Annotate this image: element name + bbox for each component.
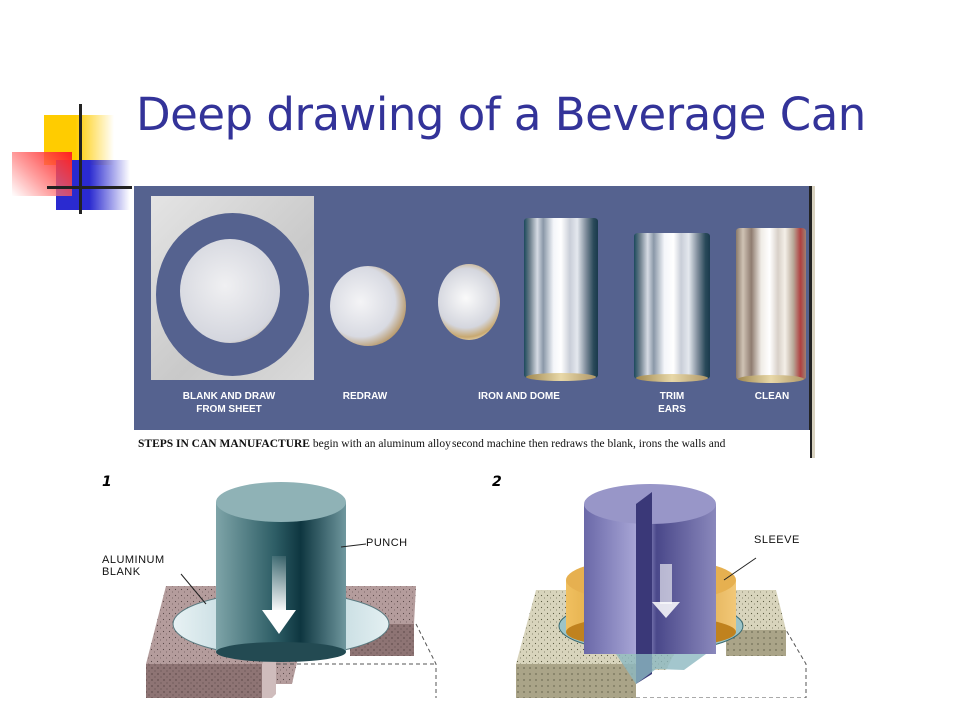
diagram-number: 2 xyxy=(492,474,502,490)
punch-and-blank-illustration xyxy=(146,482,437,709)
diagram-number: 1 xyxy=(102,474,112,490)
photo-border xyxy=(809,186,812,458)
step-label-redraw: REDRAW xyxy=(342,391,388,402)
photo-border-shadow xyxy=(812,186,815,458)
slide-logo-decoration xyxy=(0,0,140,220)
ironed-can-image xyxy=(524,218,598,381)
logo-vertical-line xyxy=(79,104,82,214)
logo-red-square xyxy=(12,152,72,196)
clean-can-image xyxy=(736,228,806,383)
label-sleeve: SLEEVE xyxy=(754,534,800,546)
step-label-iron-dome: IRON AND DOME xyxy=(478,391,560,402)
trimmed-can-image xyxy=(634,233,710,382)
step-label-clean: CLEAN xyxy=(754,391,790,402)
photo-caption: STEPS IN CAN MANUFACTURE begin with an a… xyxy=(134,430,810,458)
slide-title: Deep drawing of a Beverage Can xyxy=(136,88,866,141)
blank-sheet-image xyxy=(151,196,314,380)
redraw-cup-image xyxy=(330,266,406,346)
drawn-cup-image xyxy=(180,239,280,343)
sleeve-and-punch-illustration xyxy=(516,484,807,699)
caption-right: second machine then redraws the blank, i… xyxy=(452,438,726,450)
logo-horizontal-line xyxy=(47,186,132,189)
label-punch: PUNCH xyxy=(366,537,408,549)
caption-left: STEPS IN CAN MANUFACTURE begin with an a… xyxy=(138,438,451,450)
iron-dome-cup-image xyxy=(438,264,500,340)
diagram-2-redraw-iron: 2 SLEEVE xyxy=(486,474,826,699)
